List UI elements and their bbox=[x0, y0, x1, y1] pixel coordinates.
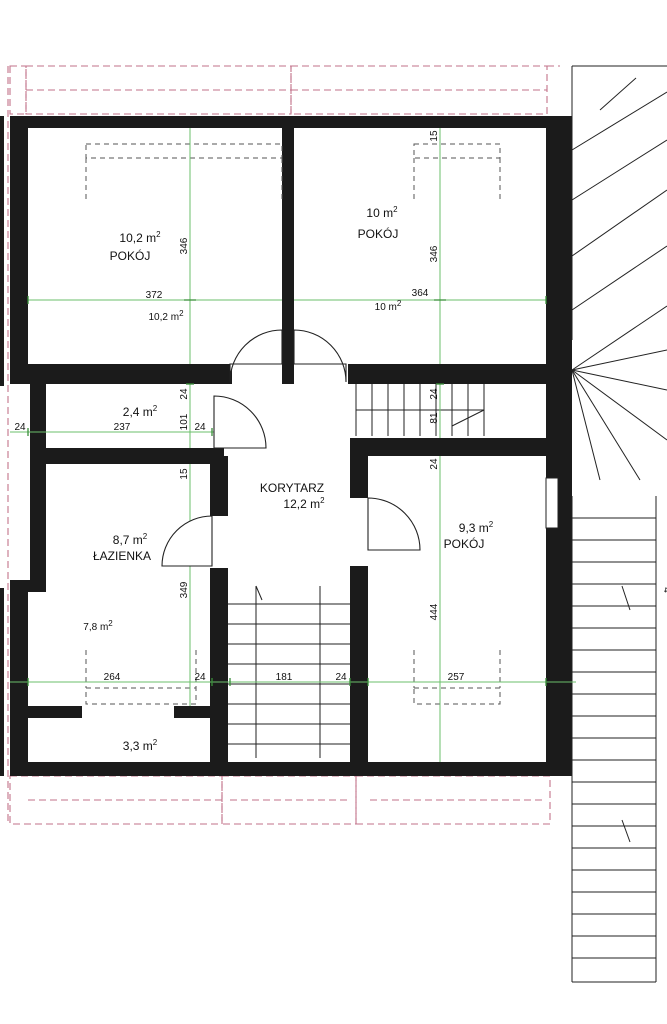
svg-text:264: 264 bbox=[104, 672, 121, 683]
svg-text:POKÓJ: POKÓJ bbox=[110, 248, 151, 263]
svg-text:346: 346 bbox=[429, 245, 440, 262]
svg-text:237: 237 bbox=[114, 422, 131, 433]
svg-text:24: 24 bbox=[194, 672, 206, 683]
svg-text:346: 346 bbox=[179, 237, 190, 254]
svg-text:257: 257 bbox=[448, 672, 465, 683]
svg-text:101: 101 bbox=[179, 413, 190, 430]
dimension-lines bbox=[10, 128, 576, 762]
room-label-lazienka: 8,7 m2 ŁAZIENKA bbox=[93, 532, 151, 563]
svg-text:10 m2: 10 m2 bbox=[375, 299, 402, 313]
exterior-stairs-upper bbox=[571, 65, 667, 481]
svg-text:9,3 m2: 9,3 m2 bbox=[459, 520, 494, 535]
roof-outline-top bbox=[9, 65, 560, 115]
window bbox=[545, 477, 559, 529]
svg-text:15: 15 bbox=[429, 130, 440, 142]
svg-text:POKÓJ: POKÓJ bbox=[358, 226, 399, 241]
doors bbox=[161, 329, 421, 567]
svg-text:24: 24 bbox=[194, 422, 206, 433]
svg-text:2,4 m2: 2,4 m2 bbox=[123, 404, 158, 419]
svg-text:349: 349 bbox=[179, 581, 190, 598]
svg-text:10,2 m2: 10,2 m2 bbox=[148, 309, 184, 323]
room-label-pokoj-right: 10 m2 POKÓJ bbox=[358, 205, 399, 241]
svg-text:81: 81 bbox=[429, 412, 440, 424]
svg-text:372: 372 bbox=[146, 290, 163, 301]
svg-text:24: 24 bbox=[179, 388, 190, 400]
svg-text:POKÓJ: POKÓJ bbox=[444, 536, 485, 551]
svg-text:364: 364 bbox=[412, 288, 429, 299]
svg-text:10 m2: 10 m2 bbox=[366, 205, 398, 220]
svg-text:ŁAZIENKA: ŁAZIENKA bbox=[93, 549, 151, 563]
svg-text:24: 24 bbox=[429, 458, 440, 470]
svg-text:4: 4 bbox=[661, 587, 667, 593]
svg-text:8,7 m2: 8,7 m2 bbox=[113, 532, 148, 547]
room-label-pokoj-se: 9,3 m2 POKÓJ bbox=[444, 520, 494, 551]
svg-text:KORYTARZ: KORYTARZ bbox=[260, 481, 324, 495]
svg-text:12,2 m2: 12,2 m2 bbox=[283, 496, 325, 511]
stairs-main bbox=[228, 585, 350, 758]
room-label-korytarz: KORYTARZ 12,2 m2 bbox=[260, 481, 325, 511]
svg-text:7,8 m2: 7,8 m2 bbox=[83, 619, 113, 633]
exterior-stairs-lower bbox=[571, 496, 657, 983]
dimension-labels: 346 346 15 372 364 24 24 24 237 101 24 8… bbox=[14, 130, 667, 683]
svg-text:10,2 m2: 10,2 m2 bbox=[119, 230, 161, 245]
svg-text:3,3 m2: 3,3 m2 bbox=[123, 738, 158, 753]
svg-text:24: 24 bbox=[14, 422, 26, 433]
svg-text:24: 24 bbox=[335, 672, 347, 683]
walls bbox=[0, 116, 572, 776]
room-label-closet: 3,3 m2 bbox=[123, 738, 158, 753]
svg-text:444: 444 bbox=[429, 603, 440, 620]
svg-text:15: 15 bbox=[179, 468, 190, 480]
room-label-pokoj-left: 10,2 m2 POKÓJ bbox=[110, 230, 161, 263]
stairs-upper bbox=[355, 384, 485, 436]
svg-text:181: 181 bbox=[276, 672, 293, 683]
area-annotations: 10,2 m2 10 m2 7,8 m2 bbox=[83, 299, 402, 633]
roof-outline-bottom bbox=[9, 775, 551, 825]
svg-text:24: 24 bbox=[429, 388, 440, 400]
room-label-small-room: 2,4 m2 bbox=[123, 404, 158, 419]
